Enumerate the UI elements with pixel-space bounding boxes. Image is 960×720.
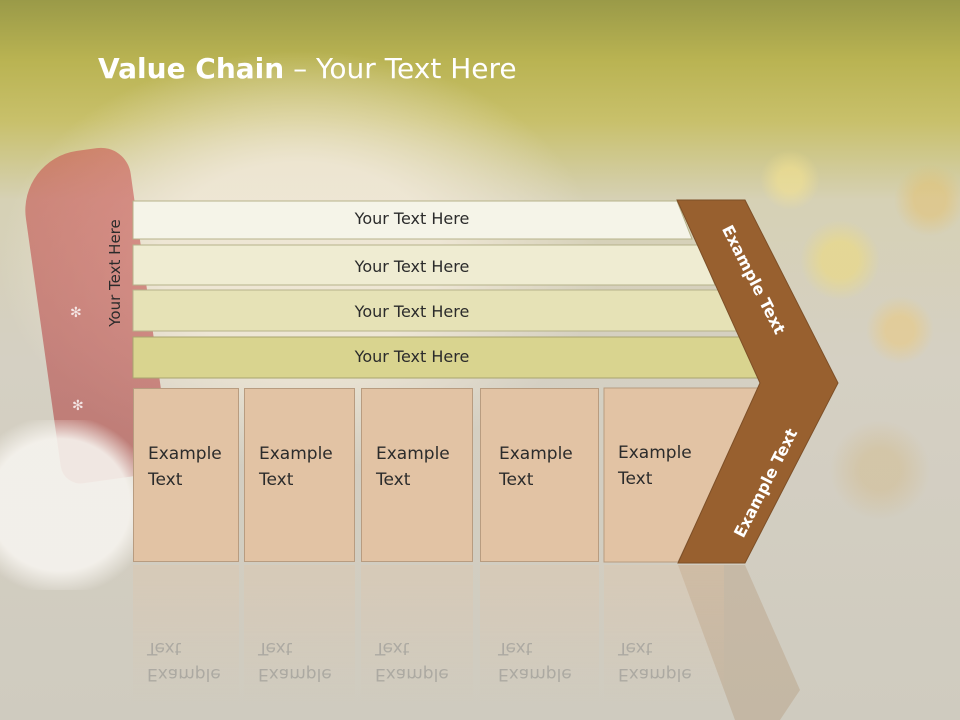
reflection-line2: Text — [258, 638, 293, 658]
bar-4-label: Your Text Here — [354, 347, 470, 366]
slide-title: Value Chain – Your Text Here — [98, 52, 517, 85]
box-5-line1: Example — [618, 443, 692, 463]
reflection-line2: Text — [498, 638, 533, 658]
reflection-line1: Example — [498, 664, 572, 684]
box-4-line2: Text — [499, 470, 534, 490]
box-2-line2: Text — [259, 470, 294, 490]
reflection-line2: Text — [618, 638, 653, 658]
reflection-box: Example Text — [480, 565, 599, 720]
snowflake-icon: ✻ — [72, 398, 84, 414]
bar-2 — [132, 244, 716, 286]
reflection-line1: Example — [258, 664, 332, 684]
reflection-line2: Text — [147, 638, 182, 658]
reflection-line1: Example — [147, 664, 221, 684]
box-4-line1: Example — [499, 444, 573, 464]
reflection-box: Example Text — [244, 565, 355, 720]
hat-fur-decoration — [0, 420, 150, 590]
reflection-line2: Text — [375, 638, 410, 658]
reflection-box: Example Text — [133, 565, 239, 720]
chevron-reflection — [678, 565, 800, 720]
box-1-line2: Text — [148, 470, 183, 490]
boxes-reflection: Example Text Example Text Example Text Exam… — [0, 565, 960, 720]
reflection-line1: Example — [618, 664, 692, 684]
bar-2-label: Your Text Here — [354, 257, 470, 276]
box-1-line1: Example — [148, 444, 222, 464]
bar-3-label: Your Text Here — [354, 302, 470, 321]
title-rest: – Your Text Here — [284, 52, 517, 85]
snowflake-icon: ✻ — [70, 305, 82, 321]
bar-1-label: Your Text Here — [354, 209, 470, 228]
reflection-box: Example Text — [361, 565, 473, 720]
box-5-line2: Text — [618, 469, 653, 489]
title-bold: Value Chain — [98, 52, 285, 85]
box-3-line1: Example — [376, 444, 450, 464]
reflection-box: Example Text — [604, 565, 724, 720]
box-3-line2: Text — [376, 470, 411, 490]
reflection-line1: Example — [375, 664, 449, 684]
bar-1 — [132, 200, 693, 240]
box-2-line1: Example — [259, 444, 333, 464]
chevron-shape — [676, 199, 839, 564]
